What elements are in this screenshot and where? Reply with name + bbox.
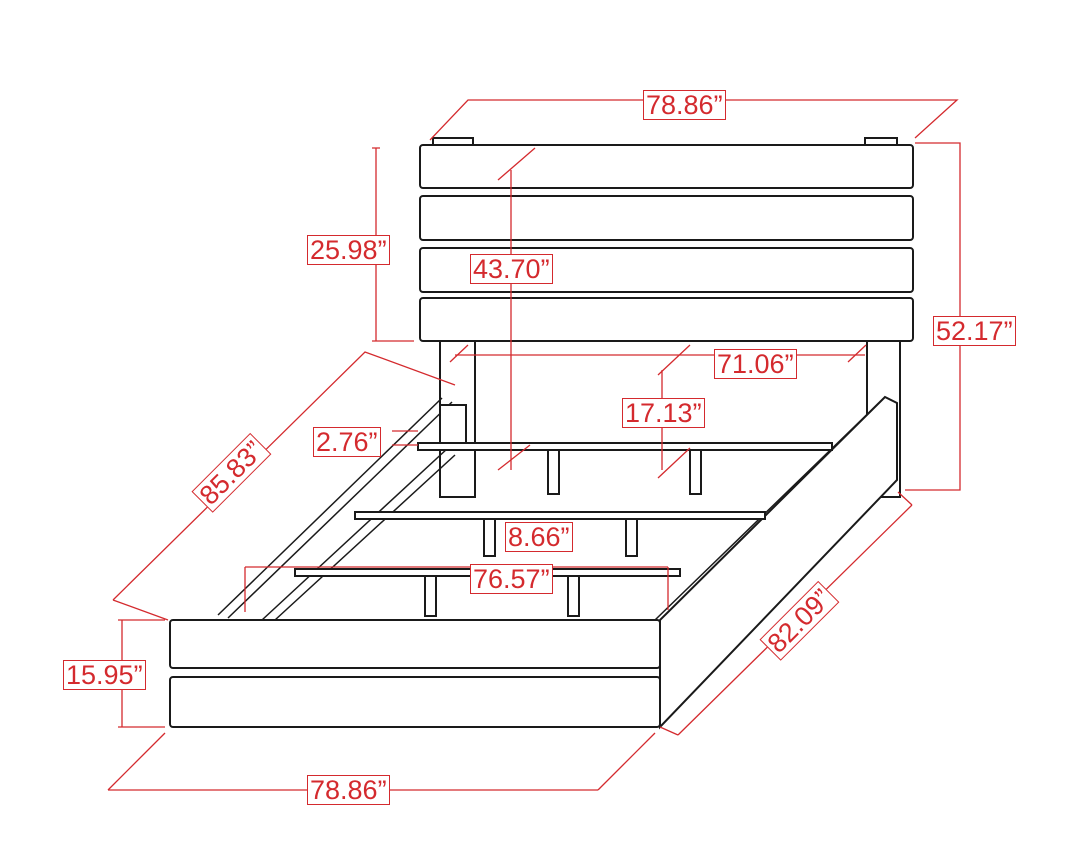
dim-slat-length: 76.57” <box>470 564 553 594</box>
dim-slat-leg-height: 8.66” <box>505 522 573 552</box>
dim-inner-width: 71.06” <box>714 349 797 379</box>
dim-footboard-width: 78.86” <box>307 775 390 805</box>
dim-headboard-clearance: 17.13” <box>622 398 705 428</box>
dim-slat-to-top: 43.70” <box>470 254 553 284</box>
left-rail <box>217 397 467 621</box>
footboard <box>169 619 661 728</box>
dimension-lines <box>107 99 961 791</box>
dim-footboard-height: 15.95” <box>63 660 146 690</box>
dim-total-height: 52.17” <box>933 316 1016 346</box>
dim-headboard-width: 78.86” <box>643 90 726 120</box>
dim-rail-height: 2.76” <box>313 427 381 457</box>
right-rail <box>654 395 898 730</box>
dim-headboard-height: 25.98” <box>307 235 390 265</box>
